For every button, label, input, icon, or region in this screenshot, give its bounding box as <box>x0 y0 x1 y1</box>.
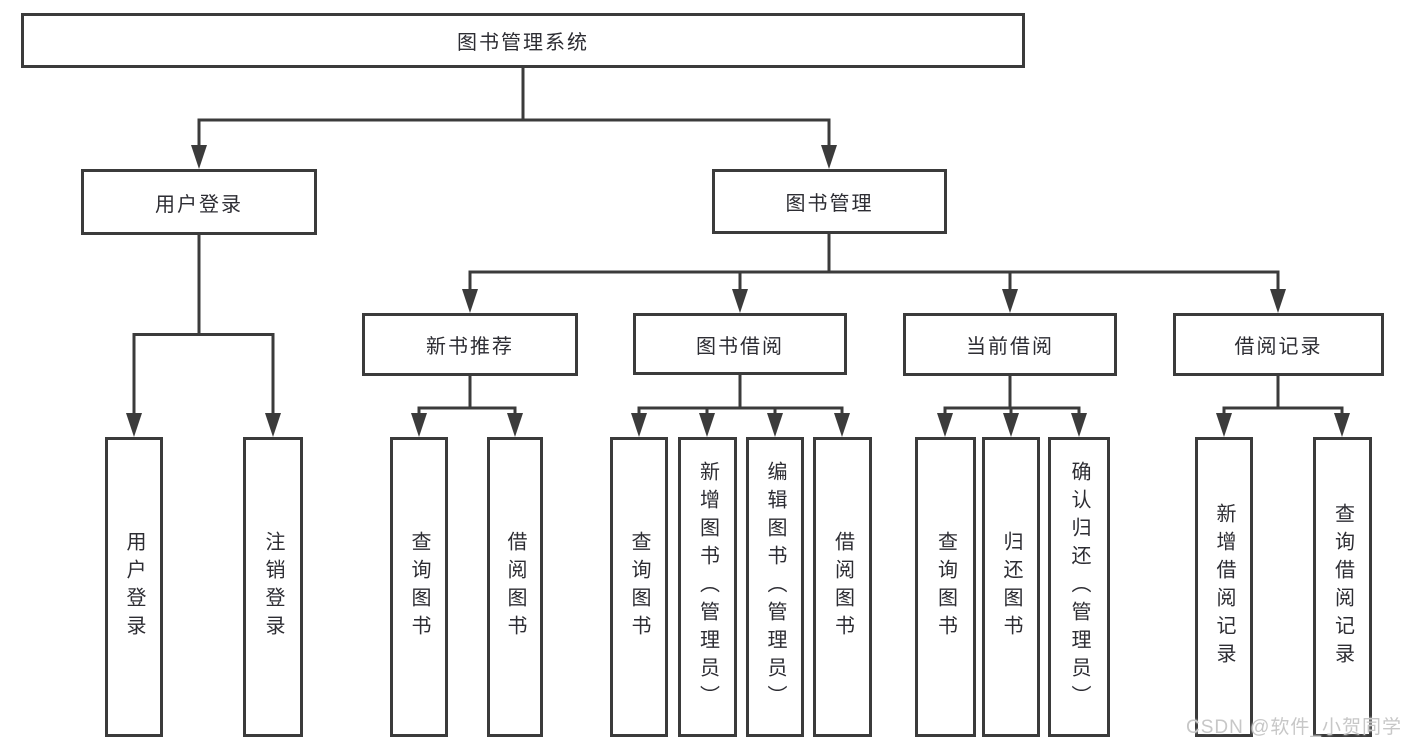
leaf-query-books-borrow: 查询图书 <box>610 437 668 737</box>
leaf-confirm-return-admin: 确认归还（管理员） <box>1048 437 1110 737</box>
leaf-label: 借阅图书 <box>504 531 526 643</box>
leaf-label: 注销登录 <box>262 531 284 643</box>
leaf-label: 编辑图书（管理员） <box>764 461 786 713</box>
node-borrow-records: 借阅记录 <box>1173 313 1384 376</box>
node-label: 用户登录 <box>155 193 243 216</box>
leaf-label: 归还图书 <box>1000 531 1022 643</box>
leaf-label: 查询借阅记录 <box>1331 503 1354 671</box>
node-root-label: 图书管理系统 <box>457 32 589 54</box>
node-user-login: 用户登录 <box>81 169 317 235</box>
leaf-borrow-books-recommend: 借阅图书 <box>487 437 543 737</box>
node-current-borrowing: 当前借阅 <box>903 313 1117 376</box>
leaf-label: 查询图书 <box>934 531 957 643</box>
csdn-watermark: CSDN @软件_小贺同学 <box>1186 717 1402 738</box>
leaf-label: 查询图书 <box>628 531 650 643</box>
leaf-label: 借阅图书 <box>831 531 854 643</box>
node-label: 图书借阅 <box>696 335 784 358</box>
leaf-query-borrow-record: 查询借阅记录 <box>1313 437 1372 737</box>
node-label: 新书推荐 <box>426 336 514 358</box>
node-root-library-system: 图书管理系统 <box>21 13 1025 68</box>
node-label: 借阅记录 <box>1234 336 1323 358</box>
leaf-label: 查询图书 <box>408 531 430 643</box>
leaf-add-book-admin: 新增图书（管理员） <box>678 437 737 737</box>
leaf-add-borrow-record: 新增借阅记录 <box>1195 437 1253 737</box>
leaf-edit-book-admin: 编辑图书（管理员） <box>746 437 804 737</box>
leaf-label: 新增借阅记录 <box>1213 503 1235 671</box>
leaf-return-book: 归还图书 <box>982 437 1040 737</box>
arrowhead-icons <box>126 145 1350 437</box>
node-book-management: 图书管理 <box>712 169 947 234</box>
leaf-query-books-recommend: 查询图书 <box>390 437 448 737</box>
leaf-query-books-current: 查询图书 <box>915 437 976 737</box>
node-label: 当前借阅 <box>966 336 1054 358</box>
node-label: 图书管理 <box>785 193 874 215</box>
node-book-borrowing: 图书借阅 <box>633 313 847 375</box>
leaf-user-login: 用户登录 <box>105 437 163 737</box>
leaf-borrow-books: 借阅图书 <box>813 437 872 737</box>
node-new-book-recommend: 新书推荐 <box>362 313 578 376</box>
leaf-label: 用户登录 <box>123 531 145 643</box>
leaf-logout: 注销登录 <box>243 437 303 737</box>
leaf-label: 新增图书（管理员） <box>696 461 719 713</box>
leaf-label: 确认归还（管理员） <box>1068 461 1090 713</box>
